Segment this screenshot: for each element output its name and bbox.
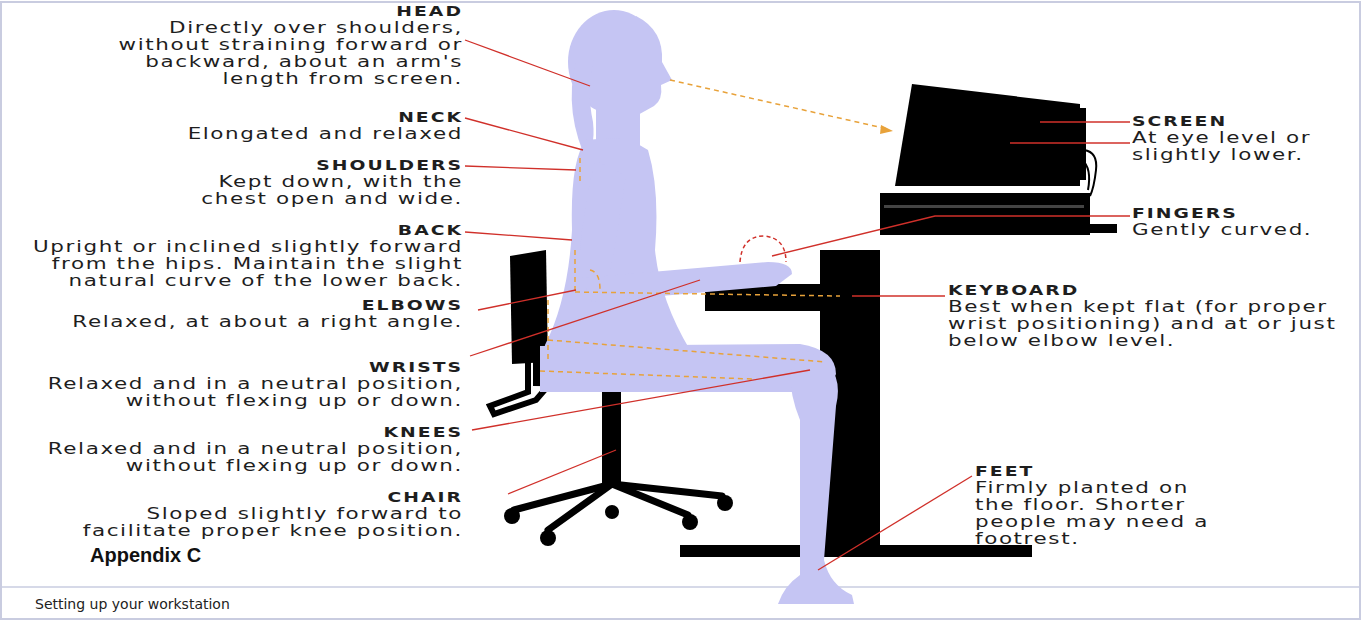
- elbow-angle: [590, 270, 600, 290]
- callout-label: HEADDirectly over shoulders, without str…: [78, 3, 463, 87]
- person-silhouette: [540, 10, 854, 604]
- leader-line: [772, 216, 1130, 256]
- callout-label: WRISTSRelaxed and in a neutral position,…: [33, 359, 463, 409]
- callout-label: KNEESRelaxed and in a neutral position, …: [33, 424, 463, 474]
- callout-text: Directly over shoulders, without straini…: [78, 19, 463, 87]
- eye-line: [670, 80, 888, 129]
- callout-label: BACKUpright or inclined slightly forward…: [33, 222, 463, 289]
- callout-label: CHAIRSloped slightly forward to facilita…: [73, 489, 463, 539]
- callout-label: FEETFirmly planted on the floor. Shorter…: [975, 463, 1226, 547]
- callout-label: SCREENAt eye level or slightly lower.: [1132, 113, 1333, 163]
- callout-text: Firmly planted on the floor. Shorter peo…: [975, 479, 1226, 547]
- callout-label: KEYBOARDBest when kept flat (for proper …: [948, 282, 1353, 349]
- appendix-label: Appendix C: [90, 544, 201, 567]
- callout-text: Elongated and relaxed: [163, 125, 463, 142]
- chair-post: [602, 388, 621, 484]
- leader-line: [1040, 121, 1130, 122]
- leader-line: [465, 166, 576, 170]
- callout-label: NECKElongated and relaxed: [163, 109, 463, 142]
- callout-heading: SHOULDERS: [178, 157, 463, 173]
- leader-line: [852, 295, 945, 296]
- desk-ledge: [1085, 224, 1117, 233]
- monitor-screen: [895, 84, 1080, 186]
- leader-line: [478, 290, 576, 310]
- callout-text: At eye level or slightly lower.: [1132, 129, 1333, 163]
- callout-heading: FINGERS: [1132, 205, 1353, 221]
- person-forearm: [582, 262, 792, 302]
- elbow-guide: [574, 250, 576, 292]
- callout-heading: KEYBOARD: [948, 282, 1353, 298]
- callout-text: Relaxed and in a neutral position, witho…: [33, 440, 463, 474]
- posture-guides: [540, 80, 888, 379]
- leader-line: [470, 280, 700, 356]
- leader-line: [472, 370, 810, 430]
- caption-band-line: [1, 586, 1360, 588]
- chair-wheel: [605, 505, 619, 519]
- callout-text: Upright or inclined slightly forward fro…: [33, 238, 463, 289]
- callout-text: Relaxed, at about a right angle.: [61, 313, 463, 330]
- callout-heading: WRISTS: [33, 359, 463, 375]
- eye-line-arrowhead: [880, 125, 893, 134]
- callout-text: Sloped slightly forward to facilitate pr…: [73, 505, 463, 539]
- callout-label: FINGERSGently curved.: [1132, 205, 1353, 238]
- person-lower-leg: [778, 350, 854, 604]
- leader-line: [818, 476, 972, 570]
- figure-caption: Setting up your workstation: [35, 596, 230, 612]
- elbow-guide: [575, 292, 840, 296]
- callout-heading: FEET: [975, 463, 1226, 479]
- thigh-guide: [548, 340, 826, 362]
- callout-heading: CHAIR: [73, 489, 463, 505]
- callout-text: Best when kept flat (for proper wrist po…: [948, 298, 1353, 349]
- leader-line: [1010, 142, 1130, 143]
- leader-line: [508, 450, 616, 494]
- callout-label: ELBOWSRelaxed, at about a right angle.: [61, 297, 463, 330]
- person-face: [636, 16, 672, 116]
- chair-legs: [514, 484, 722, 530]
- monitor: [895, 84, 1096, 196]
- leader-line: [465, 232, 572, 240]
- seat-guide: [540, 371, 752, 379]
- chair-bracket: [490, 362, 548, 414]
- finger-curve: [740, 236, 786, 262]
- person-ponytail: [572, 48, 594, 152]
- callout-label: SHOULDERSKept down, with the chest open …: [178, 157, 463, 207]
- callout-heading: SCREEN: [1132, 113, 1333, 129]
- monitor-cable: [1084, 150, 1096, 196]
- leader-line: [465, 118, 583, 150]
- desk-top: [880, 193, 1090, 235]
- monitor-cable: [1082, 160, 1089, 190]
- callout-heading: KNEES: [33, 424, 463, 440]
- callout-text: Kept down, with the chest open and wide.: [178, 173, 463, 207]
- chair-leg: [548, 484, 612, 530]
- callout-heading: NECK: [163, 109, 463, 125]
- shoulder-guide: [579, 158, 581, 182]
- callout-heading: BACK: [33, 222, 463, 238]
- callout-text: Gently curved.: [1132, 221, 1353, 238]
- leader-line: [465, 40, 590, 86]
- desk-seam: [884, 205, 1084, 208]
- chair-leg: [612, 484, 722, 496]
- callout-heading: ELBOWS: [61, 297, 463, 313]
- monitor-back: [1062, 108, 1086, 180]
- callout-heading: HEAD: [78, 3, 463, 19]
- callout-text: Relaxed and in a neutral position, witho…: [33, 375, 463, 409]
